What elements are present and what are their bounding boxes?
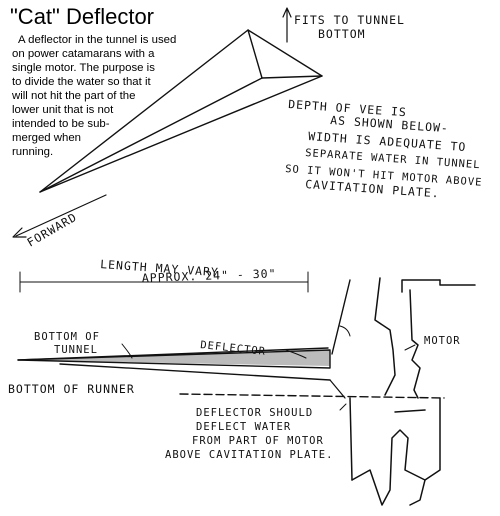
description-line: will not hit the part of the <box>12 90 136 102</box>
description-line: A deflector in the tunnel is used <box>18 34 177 46</box>
should-line-1: DEFLECTOR SHOULD <box>196 407 313 419</box>
forward-arrow-icon <box>12 194 107 238</box>
fits-label-1: FITS TO TUNNEL <box>294 13 405 27</box>
page-title: "Cat" Deflector <box>10 4 154 29</box>
description-line: on power catamarans with a <box>12 48 155 60</box>
description-line: merged when <box>12 132 82 144</box>
transom-line <box>331 279 351 355</box>
up-arrow-icon <box>282 7 292 43</box>
runner-bottom-line <box>179 393 445 399</box>
description-line: to divide the water so that it <box>12 76 151 88</box>
length-dimension <box>19 271 309 293</box>
forward-label: FORWARD <box>25 210 80 250</box>
description-line: lower unit that is not <box>12 104 114 116</box>
should-line-4: ABOVE CAVITATION PLATE. <box>165 449 333 461</box>
description-line: intended to be sub- <box>12 118 110 130</box>
description-line: single motor. The purpose is <box>12 62 155 74</box>
motor-outline <box>349 277 476 506</box>
description-line: running. <box>12 146 54 158</box>
deflector-side-view <box>17 349 331 381</box>
deflector-top-view <box>39 29 323 193</box>
description-text: A deflector in the tunnel is used on pow… <box>12 33 190 159</box>
should-line-3: FROM PART OF MOTOR <box>192 435 324 447</box>
bottom-of-runner-label: BOTTOM OF RUNNER <box>8 382 135 396</box>
fits-label-2: BOTTOM <box>318 27 366 41</box>
length-label-2: APPROX. 24" - 30" <box>142 266 277 285</box>
bottom-of-tunnel-label-1: BOTTOM OF <box>34 331 100 343</box>
bottom-of-tunnel-label-2: TUNNEL <box>54 344 98 356</box>
should-line-2: DEFLECT WATER <box>196 421 291 433</box>
motor-label: MOTOR <box>424 335 461 347</box>
